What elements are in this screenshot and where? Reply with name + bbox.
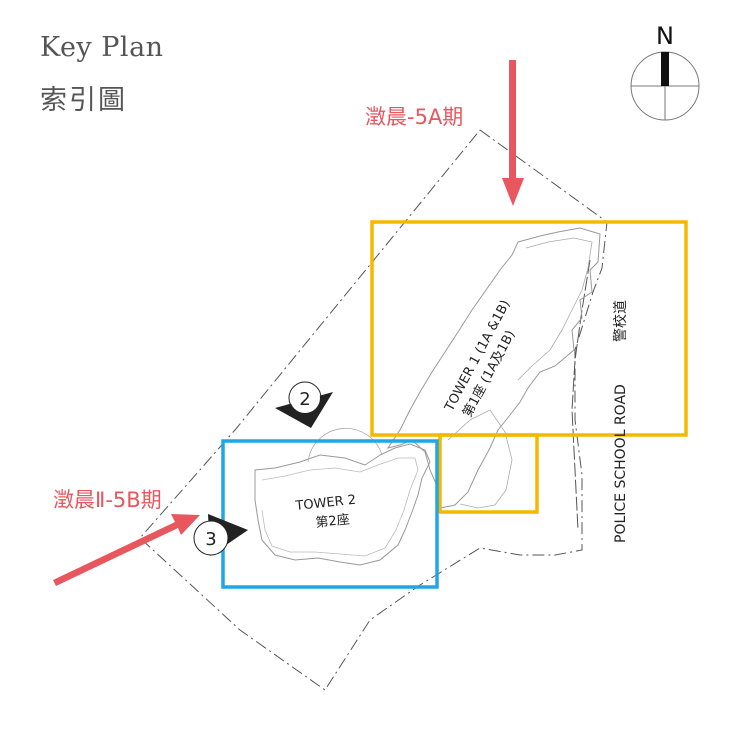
- view-marker-2-number: 2: [299, 389, 310, 410]
- tower2-inner-line: [261, 457, 419, 557]
- tower2-arc: [307, 428, 383, 463]
- phase-5a-arrow: [502, 60, 524, 206]
- phase-5b-arrow: [53, 514, 200, 586]
- tower2-outline: [254, 443, 431, 566]
- tower1-inner-line: [517, 237, 593, 381]
- phase-5a-label: 澂晨-5A期: [365, 105, 464, 129]
- road-curb: [571, 259, 591, 531]
- north-label: N: [656, 22, 674, 50]
- tower1-box: [370, 220, 688, 437]
- road-label-zh: 警校道: [612, 300, 629, 342]
- tower1-lower-box: [438, 433, 539, 514]
- tower2-label-zh: 第2座: [315, 512, 351, 531]
- key-plan-title-en: Key Plan: [40, 32, 164, 63]
- view-marker-3: 3: [193, 514, 248, 556]
- view-marker-3-number: 3: [205, 529, 216, 550]
- tower1-wing-outline: [447, 409, 513, 509]
- tower2-box: [221, 439, 439, 589]
- road-label-en: POLICE SCHOOL ROAD: [613, 384, 629, 543]
- tower2-label-en: TOWER 2: [294, 493, 357, 514]
- north-arrow-icon: N: [630, 22, 700, 121]
- view-marker-2: 2: [275, 381, 333, 428]
- phase-5b-label: 澂晨Ⅱ-5B期: [53, 488, 162, 512]
- key-plan-title-zh: 索引圖: [40, 85, 127, 116]
- site-boundary: [139, 129, 608, 691]
- tower1-outline: [386, 227, 601, 509]
